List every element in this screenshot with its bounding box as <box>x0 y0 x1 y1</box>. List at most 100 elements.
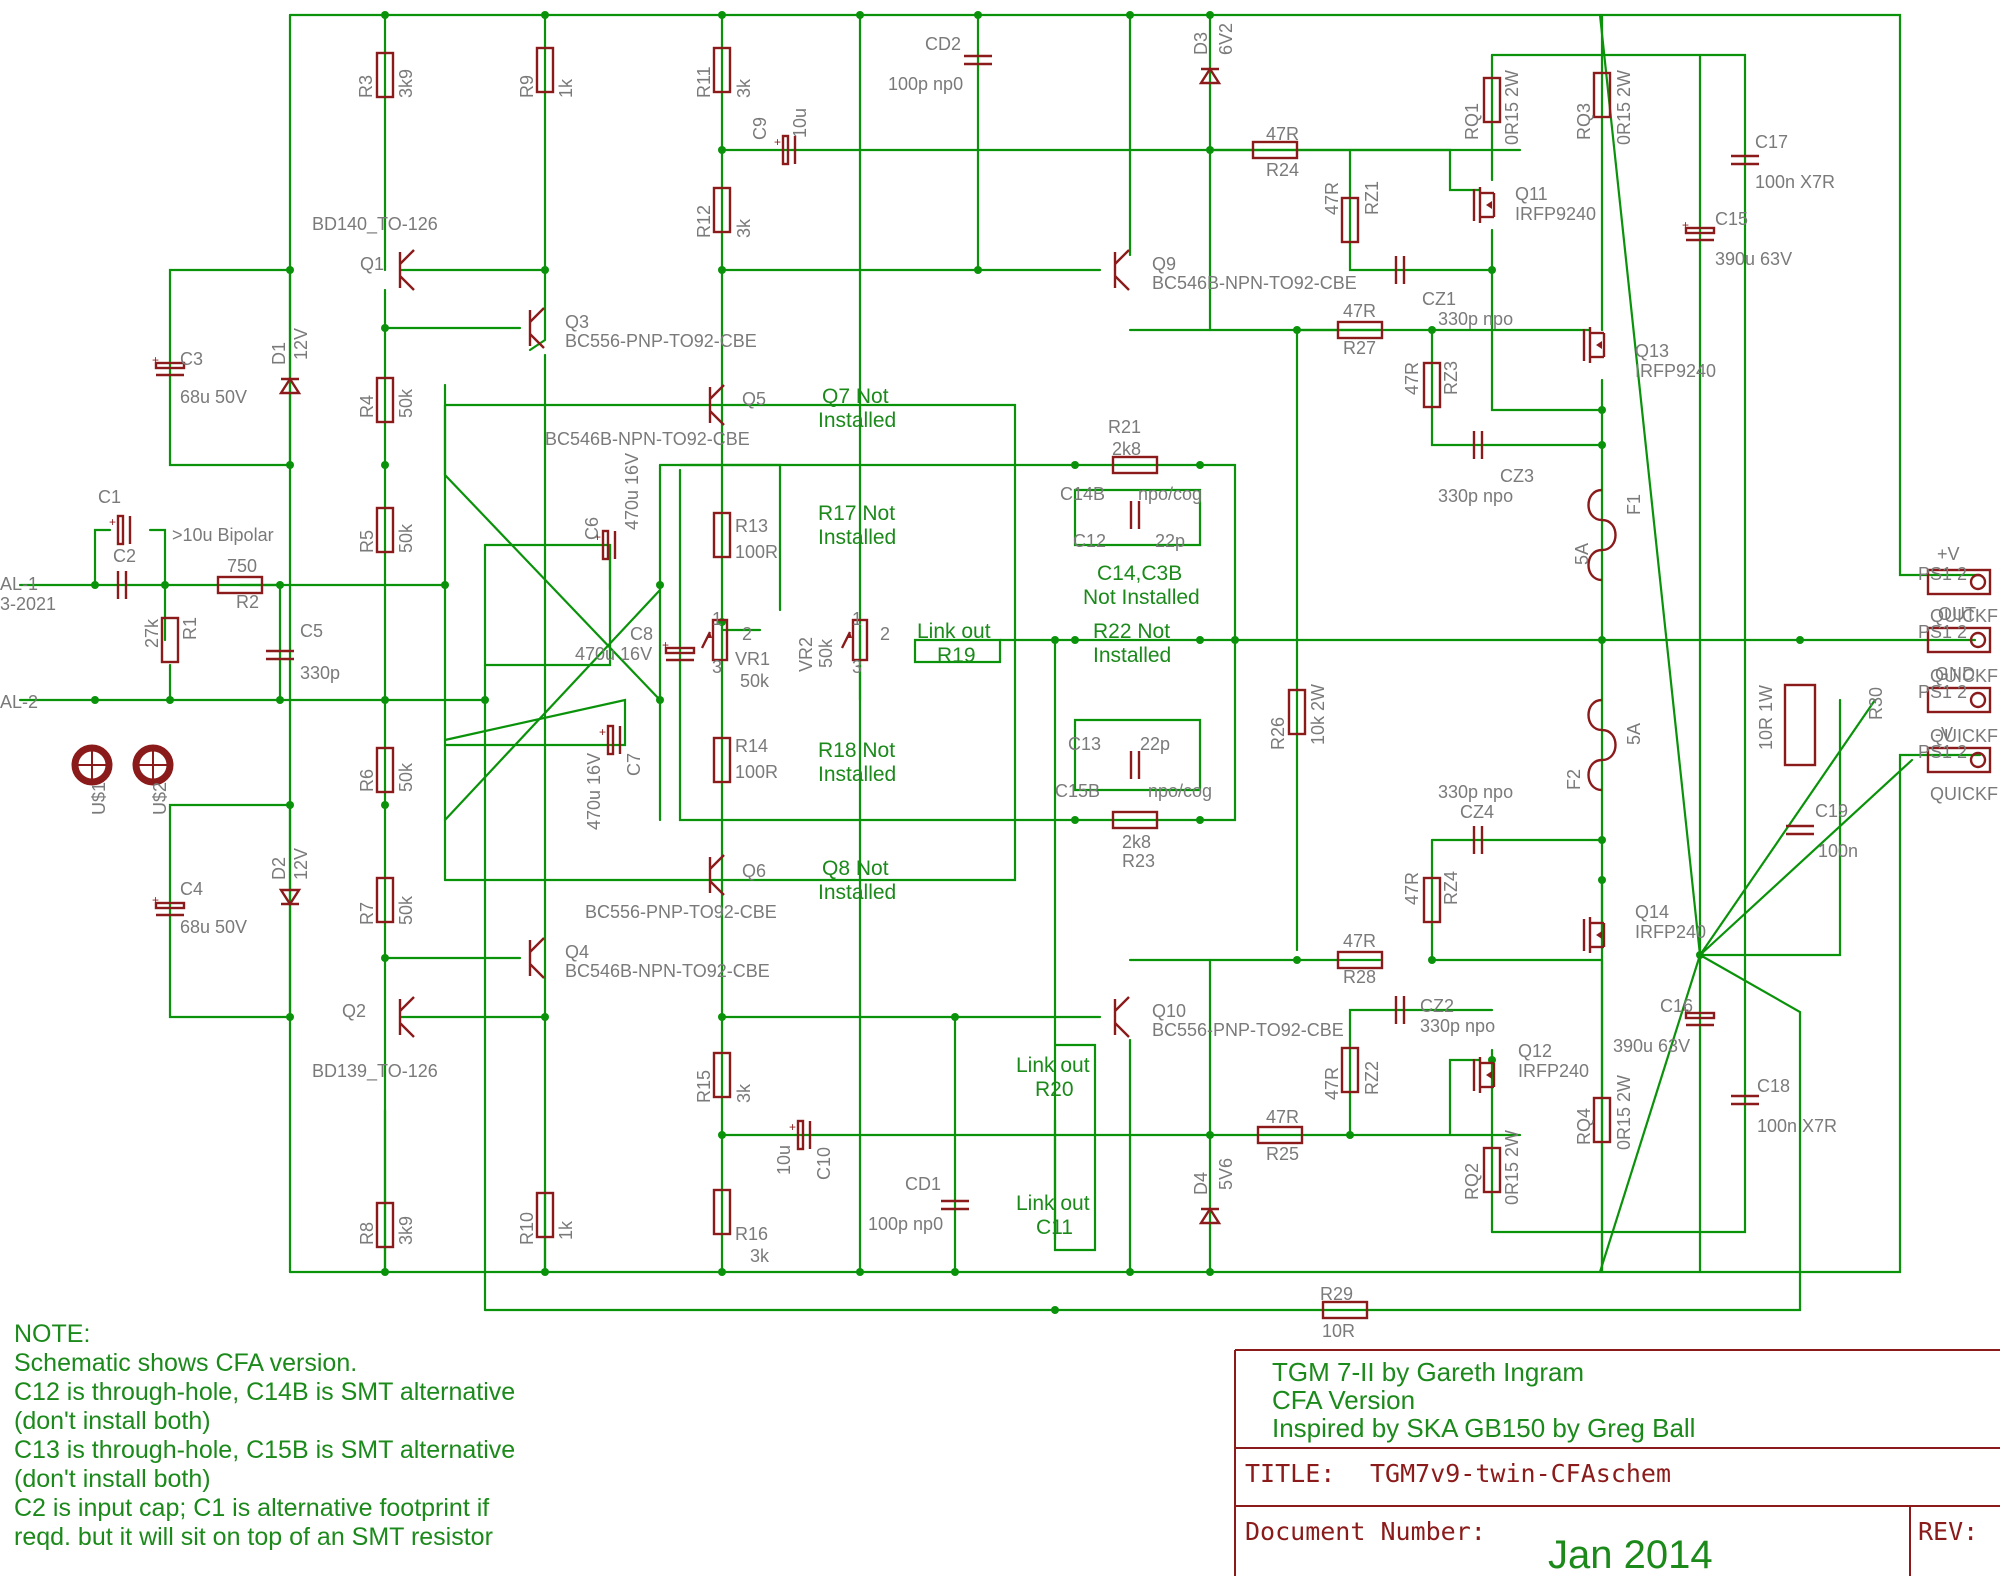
part-value: IRFP9240 <box>1635 361 1716 381</box>
part-label: Q9 <box>1152 254 1176 274</box>
part-label: C15B <box>1055 781 1100 801</box>
part-label: R16 <box>735 1224 768 1244</box>
part-label: U$2 <box>150 782 170 815</box>
part-value: 100p np0 <box>888 74 963 94</box>
part-label: VR2 <box>796 637 816 672</box>
part-label: C18 <box>1757 1076 1790 1096</box>
r17-note: Installed <box>818 526 896 549</box>
part-label: C15 <box>1715 209 1748 229</box>
r30-body <box>1783 683 1817 767</box>
note-line: reqd. but it will sit on top of an SMT r… <box>14 1523 493 1551</box>
part-label: Q4 <box>565 942 589 962</box>
part-label: Q10 <box>1152 1001 1186 1021</box>
part-value: 50k <box>816 638 836 668</box>
part-value: 3k9 <box>396 1216 416 1245</box>
c8-body <box>660 636 696 662</box>
connector-label: QUICKF <box>1930 666 1998 686</box>
part-label: R7 <box>357 902 377 925</box>
connector-gnd <box>1926 686 1992 714</box>
part-label: RQ4 <box>1574 1108 1594 1145</box>
note-line: C12 is through-hole, C14B is SMT alterna… <box>14 1378 515 1406</box>
connector-pv <box>1926 568 1992 596</box>
note-block: NOTE: Schematic shows CFA version. C12 i… <box>14 1320 515 1551</box>
pin-label: 3 <box>852 657 862 677</box>
part-label: R26 <box>1268 717 1288 750</box>
part-label: R3 <box>356 75 376 98</box>
c13-body <box>1129 749 1141 781</box>
part-value: 50k <box>396 388 416 418</box>
connector-label: OUT <box>1938 604 1976 624</box>
part-value: 750 <box>227 556 257 576</box>
part-value: BD139_TO-126 <box>312 1061 438 1082</box>
part-value: 5V6 <box>1216 1158 1236 1190</box>
part-label: R9 <box>517 75 537 98</box>
docnum-label: Document Number: <box>1245 1517 1486 1546</box>
part-value: 330p npo <box>1438 486 1513 506</box>
part-label: Q11 <box>1515 184 1548 204</box>
note-line: (don't install both) <box>14 1407 211 1435</box>
part-value: BC556-PNP-TO92-CBE <box>565 331 757 351</box>
f1-body <box>1587 488 1617 582</box>
part-value: 22p <box>1140 734 1170 754</box>
part-label: C1 <box>98 487 121 507</box>
part-label: CZ2 <box>1420 996 1454 1016</box>
part-value: 330p npo <box>1438 309 1513 329</box>
r20-note: Link out <box>1016 1054 1090 1077</box>
net-label: 3-2021 <box>0 594 56 614</box>
part-label: D3 <box>1191 32 1211 55</box>
c7-body <box>597 723 622 756</box>
part-value: 100R <box>735 542 778 562</box>
connector-label: +V <box>1937 544 1960 564</box>
part-label: C8 <box>630 624 653 644</box>
q4-body <box>528 936 546 980</box>
part-label: R5 <box>357 530 377 553</box>
part-value: 47R <box>1322 182 1342 215</box>
part-label: Q1 <box>360 254 384 274</box>
f2-body <box>1587 698 1617 792</box>
part-label: R8 <box>357 1222 377 1245</box>
part-value: 50k <box>740 671 770 691</box>
part-label: D1 <box>269 342 289 365</box>
part-value: BC546B-NPN-TO92-CBE <box>565 961 770 981</box>
part-value: >10u Bipolar <box>172 525 274 545</box>
connector-label: GND <box>1935 664 1975 684</box>
part-label: R6 <box>357 769 377 792</box>
part-value: 47R <box>1402 872 1422 905</box>
part-label: RZ3 <box>1441 361 1461 395</box>
net-label: AL-1 <box>0 574 38 594</box>
part-label: F2 <box>1564 769 1584 790</box>
r19-note: R19 <box>937 644 976 667</box>
part-value: BC546B-NPN-TO92-CBE <box>1152 273 1357 293</box>
part-label: Q3 <box>565 312 589 332</box>
part-value: 390u 63V <box>1613 1036 1690 1056</box>
part-label: C13 <box>1068 734 1101 754</box>
title-label: TITLE: <box>1245 1459 1335 1488</box>
q12-body <box>1472 1055 1496 1095</box>
pin-label: 2 <box>880 624 890 644</box>
part-value: 470u 16V <box>575 644 652 664</box>
part-value: 5A <box>1572 543 1592 565</box>
part-label: R12 <box>694 205 714 238</box>
title-block: TGM 7-II by Gareth Ingram CFA Version In… <box>1234 1349 2000 1576</box>
part-label: CZ1 <box>1422 289 1456 309</box>
part-value: 5A <box>1624 723 1644 745</box>
connector-out <box>1926 626 1992 654</box>
q8-note: Installed <box>818 881 896 904</box>
q13-body <box>1582 325 1606 365</box>
q11-body <box>1472 185 1496 225</box>
part-value: 0R15 2W <box>1614 1075 1634 1150</box>
part-label: C5 <box>300 621 323 641</box>
part-value: 330p npo <box>1420 1016 1495 1036</box>
part-value: IRFP9240 <box>1515 204 1596 224</box>
part-value: 10R <box>1322 1321 1355 1341</box>
c19-body <box>1784 824 1816 836</box>
part-value: 47R <box>1266 1107 1299 1127</box>
part-value: npo/cog <box>1138 484 1202 504</box>
part-label: R1 <box>180 617 200 640</box>
rev-label: REV: <box>1918 1517 1978 1546</box>
part-value: 47R <box>1402 362 1422 395</box>
part-label: C14B <box>1060 484 1105 504</box>
part-value: BC556-PNP-TO92-CBE <box>1152 1020 1344 1040</box>
part-value: 3k9 <box>396 69 416 98</box>
